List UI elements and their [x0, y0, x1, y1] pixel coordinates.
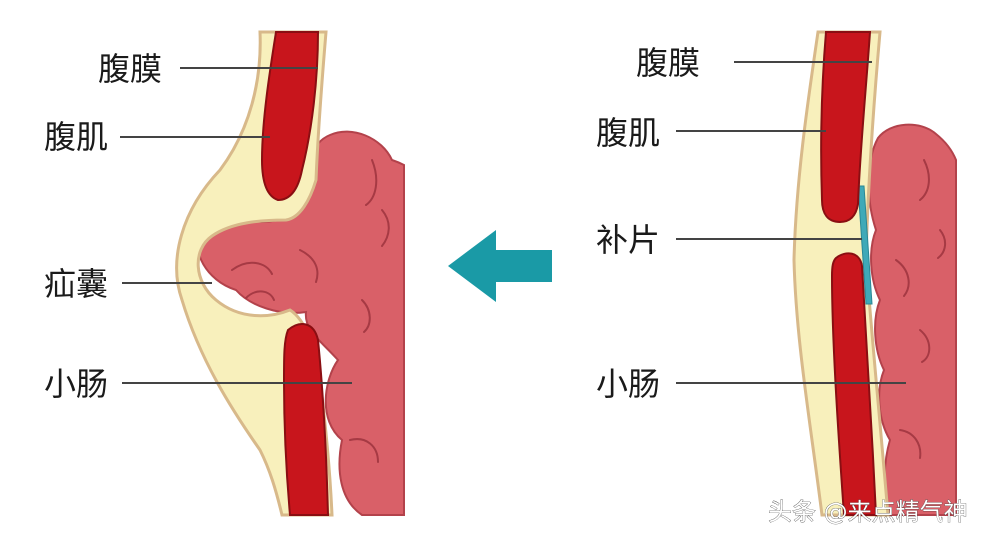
- right-lower-muscle: [830, 252, 878, 516]
- right-intestine-fold-lines: [895, 159, 946, 459]
- right-small-intestine-shape: [867, 123, 957, 516]
- right-label-small-intestine: 小肠: [596, 365, 660, 403]
- left-label-hernia-sac: 疝囊: [44, 265, 108, 303]
- left-upper-muscle: [260, 31, 320, 202]
- left-lower-muscle: [282, 323, 330, 516]
- left-label-peritoneum: 腹膜: [98, 50, 162, 88]
- right-patch: [857, 185, 873, 305]
- right-label-abdominal-muscle: 腹肌: [596, 114, 660, 152]
- left-label-abdominal-muscle: 腹肌: [44, 118, 108, 156]
- left-label-small-intestine: 小肠: [44, 365, 108, 403]
- right-upper-muscle: [820, 31, 872, 224]
- arrow-left-icon: [448, 230, 552, 302]
- right-panel: 腹膜 腹肌 补片 小肠: [596, 30, 957, 517]
- left-panel: 腹膜 腹肌 疝囊 小肠: [44, 30, 405, 517]
- right-label-peritoneum: 腹膜: [636, 44, 700, 82]
- right-label-patch: 补片: [596, 221, 660, 259]
- left-intestine-fold-lines: [231, 159, 390, 463]
- watermark-text: 头条 @来点精气神: [768, 498, 968, 526]
